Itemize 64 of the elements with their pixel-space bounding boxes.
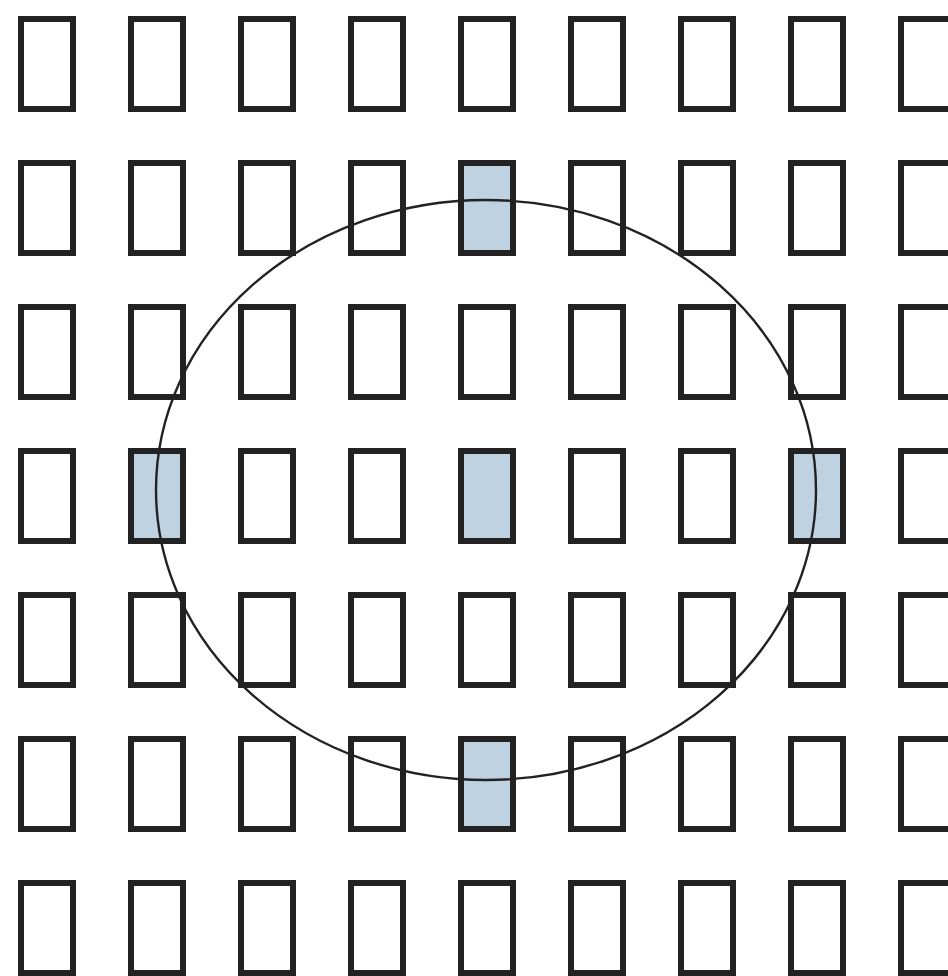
rectangle <box>568 160 626 256</box>
rectangle <box>128 304 186 400</box>
rectangle <box>678 880 736 976</box>
rectangle <box>788 304 846 400</box>
rectangle <box>238 16 296 112</box>
rectangle <box>898 304 948 400</box>
rectangle <box>238 160 296 256</box>
rectangle <box>568 736 626 832</box>
rectangle <box>898 160 948 256</box>
rectangle <box>458 16 516 112</box>
rectangle <box>788 16 846 112</box>
rectangle <box>18 304 76 400</box>
rectangle <box>128 736 186 832</box>
rectangle <box>348 448 406 544</box>
rectangle <box>348 880 406 976</box>
rectangle <box>898 880 948 976</box>
rectangle <box>238 736 296 832</box>
highlighted-rectangle <box>458 736 516 832</box>
rectangle <box>238 880 296 976</box>
rectangle <box>678 736 736 832</box>
rectangle <box>348 16 406 112</box>
rectangle <box>238 304 296 400</box>
rectangle <box>568 448 626 544</box>
rectangle <box>348 736 406 832</box>
rectangle <box>238 592 296 688</box>
ellipse-outline <box>154 198 818 782</box>
rectangle <box>898 16 948 112</box>
rectangle <box>18 16 76 112</box>
rectangle <box>568 304 626 400</box>
highlighted-rectangle <box>458 160 516 256</box>
rectangle <box>128 592 186 688</box>
rectangle <box>568 592 626 688</box>
rectangle <box>678 16 736 112</box>
rectangle <box>348 304 406 400</box>
highlighted-rectangle <box>458 448 516 544</box>
rectangle <box>788 160 846 256</box>
rectangle <box>348 160 406 256</box>
rectangle <box>18 736 76 832</box>
rectangle <box>458 304 516 400</box>
rectangle <box>678 160 736 256</box>
rectangle <box>18 448 76 544</box>
rectangle <box>678 304 736 400</box>
rectangle <box>568 16 626 112</box>
rectangle <box>898 592 948 688</box>
rectangle <box>898 736 948 832</box>
rectangle <box>678 448 736 544</box>
rectangle <box>678 592 736 688</box>
rectangle <box>898 448 948 544</box>
rectangle <box>128 160 186 256</box>
rectangle <box>458 592 516 688</box>
rectangle <box>128 880 186 976</box>
highlighted-rectangle <box>788 448 846 544</box>
rectangle <box>568 880 626 976</box>
highlighted-rectangle <box>128 448 186 544</box>
rectangle <box>128 16 186 112</box>
rectangle <box>458 880 516 976</box>
rectangle <box>18 592 76 688</box>
rectangle <box>348 592 406 688</box>
rectangle <box>788 592 846 688</box>
rectangle <box>18 880 76 976</box>
rectangle <box>238 448 296 544</box>
rectangle <box>788 880 846 976</box>
rectangle <box>18 160 76 256</box>
rectangle <box>788 736 846 832</box>
